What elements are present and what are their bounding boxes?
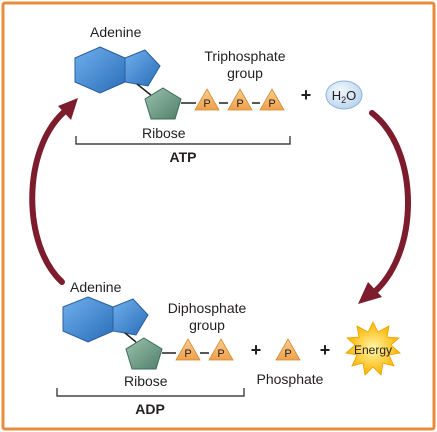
atp-group-label-line1: Triphosphate: [204, 48, 285, 64]
adp-ribose-pentagon: [125, 337, 163, 370]
water-label: H2O: [332, 88, 357, 105]
adp-adenine-pentagon: [112, 298, 149, 336]
adp-group-label-line1: Diphosphate: [168, 300, 247, 316]
water-label-subscript: 2: [341, 95, 346, 105]
free-phosphate: [275, 338, 301, 361]
water-bubble: [325, 80, 363, 110]
hydrolysis-arrowhead: [358, 282, 382, 304]
atp-phosphate-1: [194, 88, 220, 111]
atp-molecule-label: ATP: [170, 149, 197, 165]
atp-adenine-ribose-bond: [136, 83, 153, 97]
atp-ribose-pentagon: [144, 87, 182, 120]
synthesis-arrow: [29, 109, 67, 285]
water-label-h: H: [332, 88, 341, 103]
energy-star-icon: [345, 321, 401, 376]
adp-phosphate-2: [208, 338, 234, 361]
adp-phosphate-1: [175, 338, 201, 361]
atp-phosphate-1-letter: P: [203, 98, 210, 110]
atp-adenine-label: Adenine: [90, 24, 142, 40]
adp-phosphate-2-letter: P: [217, 348, 224, 360]
adp-phosphate-1-letter: P: [184, 348, 191, 360]
atp-molecule: Adenine Ribose P P P Triphosphate group …: [74, 24, 363, 165]
energy-label: Energy: [354, 343, 392, 357]
atp-adenine-pentagon: [124, 49, 161, 87]
adp-plus-sign-2: +: [320, 340, 331, 360]
atp-phosphate-3-letter: P: [268, 98, 275, 110]
atp-group-label-line2: group: [227, 65, 263, 81]
cycle-arrows: [29, 98, 411, 304]
synthesis-arrowhead: [58, 98, 78, 120]
free-phosphate-letter: P: [284, 348, 291, 360]
adp-bracket: [56, 388, 245, 397]
adp-adenine-ribose-bond: [124, 332, 137, 343]
atp-bracket: [75, 136, 291, 145]
atp-phosphate-2-letter: P: [236, 98, 243, 110]
adp-adenine-label: Adenine: [70, 279, 122, 295]
hydrolysis-arrow: [369, 110, 411, 297]
adp-molecule: Adenine Ribose P P Diphosphate group ADP…: [56, 279, 401, 417]
adp-molecule-label: ADP: [135, 401, 165, 417]
adp-group-label-line2: group: [189, 317, 225, 333]
atp-phosphate-2: [227, 88, 253, 111]
atp-ribose-label: Ribose: [142, 125, 186, 141]
water-label-o: O: [346, 88, 356, 103]
atp-phosphate-3: [259, 88, 285, 111]
free-phosphate-label: Phosphate: [257, 371, 324, 387]
adp-plus-sign-1: +: [251, 340, 262, 360]
atp-plus-sign: +: [301, 85, 312, 105]
adp-ribose-label: Ribose: [124, 373, 168, 389]
